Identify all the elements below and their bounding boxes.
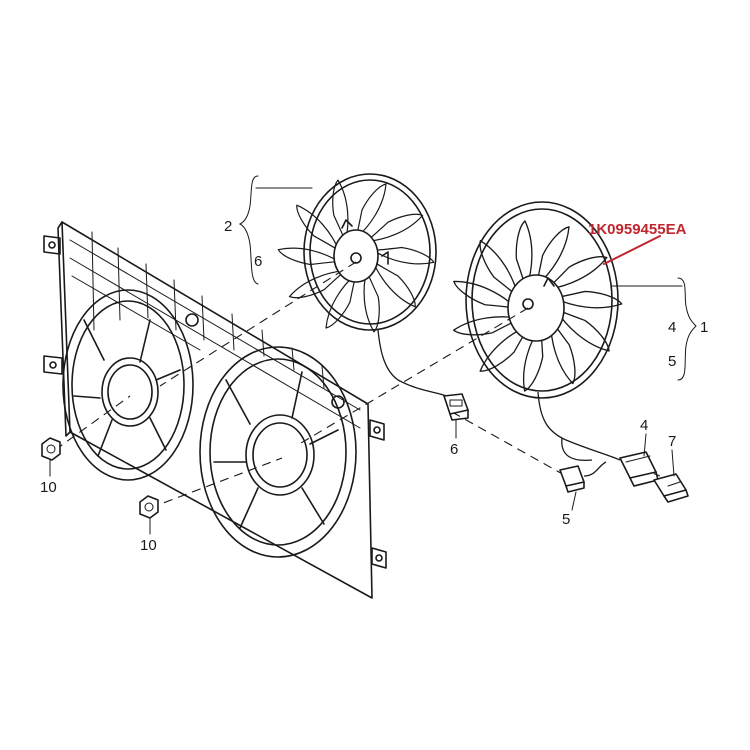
label-connector-left: 6 [450, 441, 458, 458]
shroud-opening-right [199, 346, 357, 558]
fan-right [453, 201, 623, 462]
fan-left [277, 173, 453, 399]
connector-4 [619, 451, 659, 487]
labels: 1K0959455EA 2 6 4 5 1 6 4 7 5 10 10 [40, 218, 708, 554]
fan-shroud [43, 221, 387, 599]
connector-6 [443, 393, 469, 421]
label-bracket-left-top: 2 [224, 218, 232, 235]
label-connector-right-a: 4 [640, 417, 648, 434]
label-bracket-left-bottom: 6 [254, 253, 262, 270]
nut-upper [41, 437, 61, 461]
leaders [49, 175, 697, 535]
nut-lower [139, 495, 159, 519]
label-bracket-right-bottom: 5 [668, 353, 676, 370]
label-connector-right-b: 7 [668, 433, 676, 450]
connector-7 [653, 473, 689, 503]
label-nut-bottom: 10 [140, 537, 157, 554]
connector-5 [559, 461, 607, 493]
label-connector-mid: 5 [562, 511, 570, 528]
part-number-leader [603, 235, 661, 265]
label-nut-top: 10 [40, 479, 57, 496]
label-bracket-right-group: 1 [700, 319, 708, 336]
shroud-opening-left [62, 289, 194, 481]
part-number-label: 1K0959455EA [588, 221, 687, 238]
label-bracket-right-top: 4 [668, 319, 676, 336]
